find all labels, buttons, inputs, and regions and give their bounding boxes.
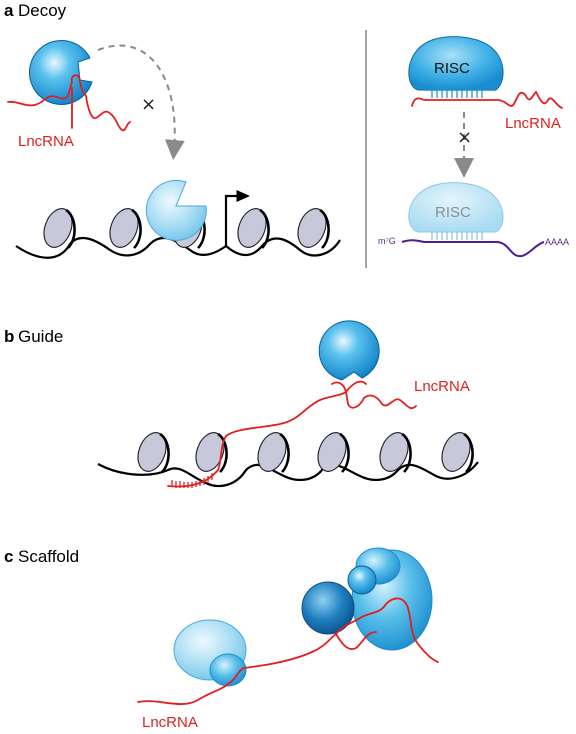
panel-b-title: Guide xyxy=(18,327,63,346)
guide-lncrna xyxy=(167,380,417,488)
guide-dna-strand xyxy=(97,461,479,488)
panel-b-letter: b xyxy=(4,327,14,346)
decoy-block-mark: × xyxy=(141,94,156,115)
risc-free-mrna: RISC xyxy=(401,182,545,258)
guide-nucleosome-5 xyxy=(379,432,412,473)
risc-bound-lncrna: RISC xyxy=(408,36,563,109)
scaffold-protein-left-small xyxy=(209,653,247,687)
decoy-nucleosome-1 xyxy=(43,208,76,249)
guide-nucleosome-6 xyxy=(441,432,474,473)
risc-lncrna-label: LncRNA xyxy=(505,115,561,132)
risc-faded-label: RISC xyxy=(435,204,471,221)
panel-c-letter: c xyxy=(4,547,13,566)
decoy-lncrna-label: LncRNA xyxy=(18,133,74,150)
panel-a-title: Decoy xyxy=(18,1,67,20)
decoy-lncrna xyxy=(7,74,131,132)
panel-a-letter: a xyxy=(4,1,14,20)
panel-c: c Scaffold LncRNA xyxy=(4,547,439,731)
guide-nucleosome-1 xyxy=(137,432,170,473)
panel-c-title: Scaffold xyxy=(18,547,79,566)
decoy-protein-bound xyxy=(29,40,93,105)
risc-block-mark: × xyxy=(457,127,472,148)
guide-lncrna-label: LncRNA xyxy=(414,378,470,395)
guide-nucleosome-3 xyxy=(257,432,290,473)
decoy-nucleosome-5 xyxy=(297,208,330,249)
scaffold-lncrna-label: LncRNA xyxy=(142,714,198,731)
guide-protein xyxy=(318,320,380,381)
decoy-dna-strand-right xyxy=(225,237,341,257)
risc-label: RISC xyxy=(434,60,470,77)
decoy-nucleosome-2 xyxy=(109,208,142,249)
decoy-blocked-arrow xyxy=(97,44,185,160)
mrna-polya-label: AAAA xyxy=(545,237,569,247)
panel-a: a Decoy LncRNA × xyxy=(4,1,569,268)
decoy-nucleosome-4 xyxy=(237,208,270,249)
decoy-protein-free xyxy=(145,179,207,241)
scaffold-protein-right-dark xyxy=(301,581,355,635)
decoy-dna-strand xyxy=(15,194,240,259)
guide-nucleosome-2 xyxy=(195,432,228,473)
mrna-cap-label: m⁷G xyxy=(378,236,396,246)
scaffold-lncrna-loop xyxy=(335,631,377,650)
guide-nucleosome-4 xyxy=(317,432,350,473)
scaffold-protein-right-small xyxy=(347,565,377,595)
panel-b: b Guide xyxy=(4,320,479,488)
guide-base-pairing xyxy=(171,473,213,488)
